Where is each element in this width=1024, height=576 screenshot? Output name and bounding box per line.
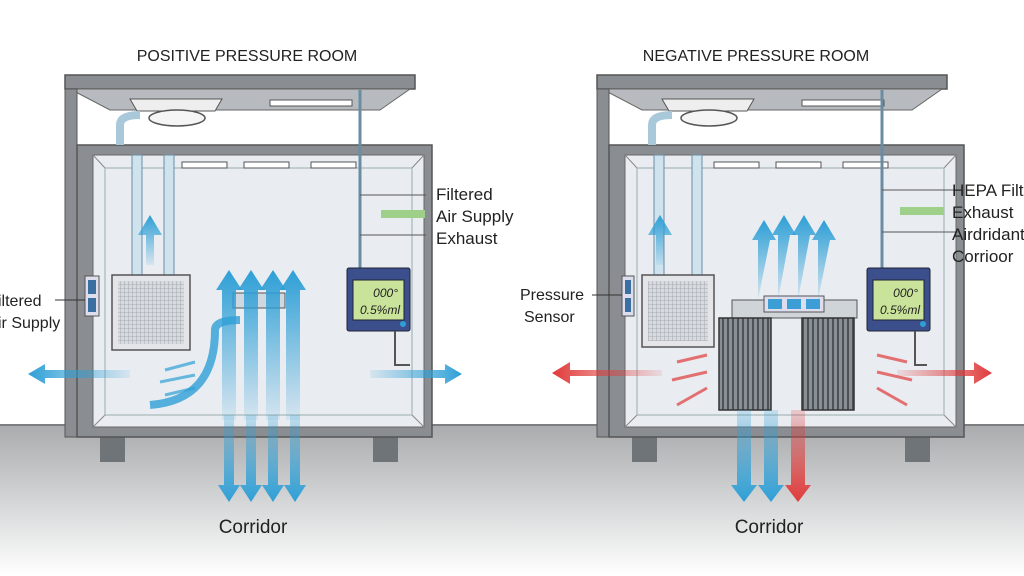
left-side-label-filtered: iltered: [0, 293, 42, 310]
hepa-exhaust-unit: [718, 295, 858, 411]
svg-text:0.5%ml: 0.5%ml: [880, 303, 920, 317]
svg-text:000°: 000°: [893, 286, 918, 300]
right-label-hepa-filter: HEPA Filte: [952, 181, 1024, 200]
right-label-exhaust: Exhaust: [952, 203, 1014, 222]
svg-text:0.5%ml: 0.5%ml: [360, 303, 400, 317]
airflow-arrows: [552, 215, 992, 502]
svg-text:000°: 000°: [373, 286, 398, 300]
left-corridor-label: Corridor: [219, 517, 288, 538]
left-label-exhaust: Exhaust: [436, 229, 498, 248]
right-label-airdridant: Airdridant: [952, 225, 1024, 244]
right-room-title: NEGATIVE PRESSURE ROOM: [643, 48, 869, 65]
right-corridor-label: Corridor: [735, 517, 804, 538]
floor: [0, 425, 1024, 576]
left-label-filtered: Filtered: [436, 185, 493, 204]
pressure-monitor: 000° 0.5%ml: [866, 267, 931, 366]
sensor-label: Sensor: [524, 309, 575, 326]
left-room-title: POSITIVE PRESSURE ROOM: [137, 48, 357, 65]
positive-pressure-room: 000° 0.5%ml: [28, 74, 462, 502]
pressure-monitor: 000° 0.5%ml: [346, 267, 411, 366]
pressure-label: Pressure: [520, 287, 584, 304]
legend-swatch: [381, 210, 425, 218]
right-label-corrioor: Corrioor: [952, 247, 1014, 266]
negative-pressure-room: 000° 0.5%ml: [552, 74, 992, 502]
left-side-label-air-supply: ir Supply: [0, 315, 60, 332]
airflow-arrows: [28, 215, 462, 502]
left-label-air-supply: Air Supply: [436, 207, 514, 226]
